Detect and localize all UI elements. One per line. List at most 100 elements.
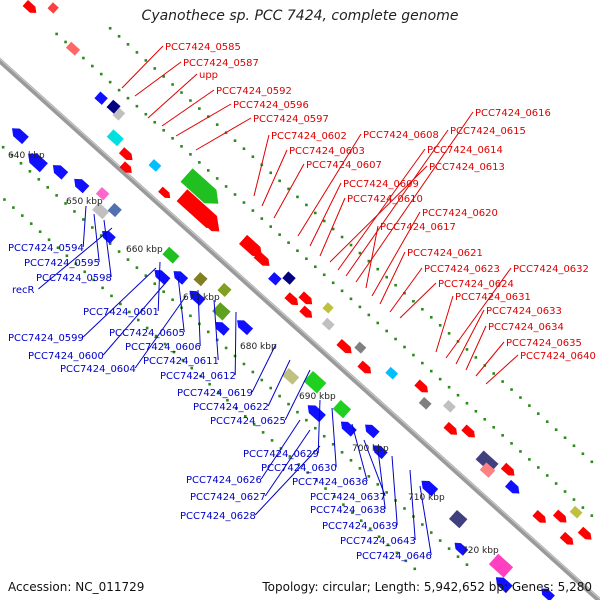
track-dot xyxy=(224,346,228,350)
forward-leader-line xyxy=(147,73,198,119)
track-dot xyxy=(314,211,317,215)
track-dot xyxy=(108,26,112,30)
gene-feature xyxy=(107,203,122,218)
reverse-gene-label: PCC7424_0599 xyxy=(8,333,84,344)
track-dot xyxy=(91,226,94,229)
track-dot xyxy=(99,72,103,76)
gene-feature xyxy=(552,509,567,523)
track-dot xyxy=(554,482,558,485)
scale-tick-label: 670 kbp xyxy=(183,293,220,303)
genome-backbone-highlight xyxy=(0,58,600,600)
forward-leader-line xyxy=(134,61,182,97)
reverse-gene-label: PCC7424_0626 xyxy=(186,475,262,486)
gene-feature xyxy=(106,99,121,114)
forward-gene-label: PCC7424_0603 xyxy=(289,146,365,157)
reverse-gene-label: PCC7424_0594 xyxy=(8,243,84,254)
track-dot xyxy=(581,452,585,456)
track-dot xyxy=(171,137,174,140)
track-dot xyxy=(65,254,69,258)
gene-feature xyxy=(505,479,520,494)
track-dot xyxy=(412,353,415,357)
track-dot xyxy=(447,547,451,550)
track-dot xyxy=(135,266,139,269)
track-dot xyxy=(403,291,406,295)
track-dot xyxy=(83,270,87,274)
track-dot xyxy=(135,104,139,108)
track-dot xyxy=(333,495,336,498)
track-dot xyxy=(242,362,246,366)
forward-leader-line xyxy=(345,129,449,277)
track-dot xyxy=(233,139,237,142)
gene-feature xyxy=(154,270,171,285)
track-dot xyxy=(144,59,148,62)
forward-leader-line xyxy=(371,211,421,297)
feature-dot-tracks xyxy=(1,26,594,571)
gene-feature xyxy=(112,107,126,121)
track-dot xyxy=(224,185,228,188)
track-dot xyxy=(545,420,549,423)
reverse-gene-label: PCC7424_0646 xyxy=(356,551,432,562)
track-dot xyxy=(501,434,504,437)
track-dot xyxy=(456,393,460,397)
gene-feature xyxy=(495,577,513,594)
reverse-leader-line xyxy=(197,289,201,347)
gene-feature xyxy=(449,510,468,529)
track-dot xyxy=(154,334,158,338)
gene-feature xyxy=(217,282,232,297)
track-dot xyxy=(126,258,130,261)
forward-leader-line xyxy=(195,117,252,151)
forward-leader-line xyxy=(389,267,423,313)
track-dot xyxy=(306,471,310,474)
track-dot xyxy=(429,316,433,319)
gene-feature xyxy=(158,186,171,199)
track-dot xyxy=(322,219,326,223)
track-dot xyxy=(394,283,397,287)
track-dot xyxy=(252,423,256,426)
gene-feature xyxy=(500,462,515,476)
track-dot xyxy=(377,535,381,539)
track-dot xyxy=(287,241,290,244)
track-dot xyxy=(189,99,192,102)
reverse-gene-label: PCC7424_0639 xyxy=(322,521,398,532)
gene-feature xyxy=(173,271,189,285)
track-dot xyxy=(242,147,246,151)
track-dot xyxy=(465,348,469,351)
track-dot xyxy=(572,444,576,448)
track-dot xyxy=(172,350,176,354)
track-dot xyxy=(492,372,496,375)
track-dot xyxy=(581,506,585,509)
track-dot xyxy=(358,305,362,309)
gene-feature xyxy=(102,231,116,244)
reverse-gene-label: PCC7424_0612 xyxy=(160,371,236,382)
gene-feature xyxy=(47,2,59,14)
track-dot xyxy=(349,297,353,301)
track-dot xyxy=(242,201,246,204)
track-dot xyxy=(226,398,229,402)
forward-gene-label: PCC7424_0609 xyxy=(343,179,419,190)
gene-feature xyxy=(74,178,90,194)
track-dot xyxy=(12,206,15,209)
track-dot xyxy=(153,67,157,70)
track-dot xyxy=(331,442,335,446)
track-dot xyxy=(37,178,41,181)
forward-leader-line xyxy=(379,251,406,305)
gene-feature xyxy=(92,202,110,220)
track-dot xyxy=(349,459,353,462)
gene-feature xyxy=(298,291,313,305)
forward-gene-label: PCC7424_0597 xyxy=(253,114,329,125)
track-dot xyxy=(91,64,94,68)
track-dot xyxy=(287,402,290,406)
forward-gene-label: PCC7424_0640 xyxy=(520,351,596,362)
track-dot xyxy=(519,450,522,453)
track-dot xyxy=(438,324,442,327)
forward-gene-label: PCC7424_0633 xyxy=(486,306,562,317)
track-dot xyxy=(278,394,281,398)
gene-feature xyxy=(95,187,110,201)
track-dot xyxy=(199,374,202,378)
track-dot xyxy=(413,567,417,571)
track-dot xyxy=(189,314,192,318)
gene-feature xyxy=(215,322,230,336)
track-dot xyxy=(403,345,406,349)
